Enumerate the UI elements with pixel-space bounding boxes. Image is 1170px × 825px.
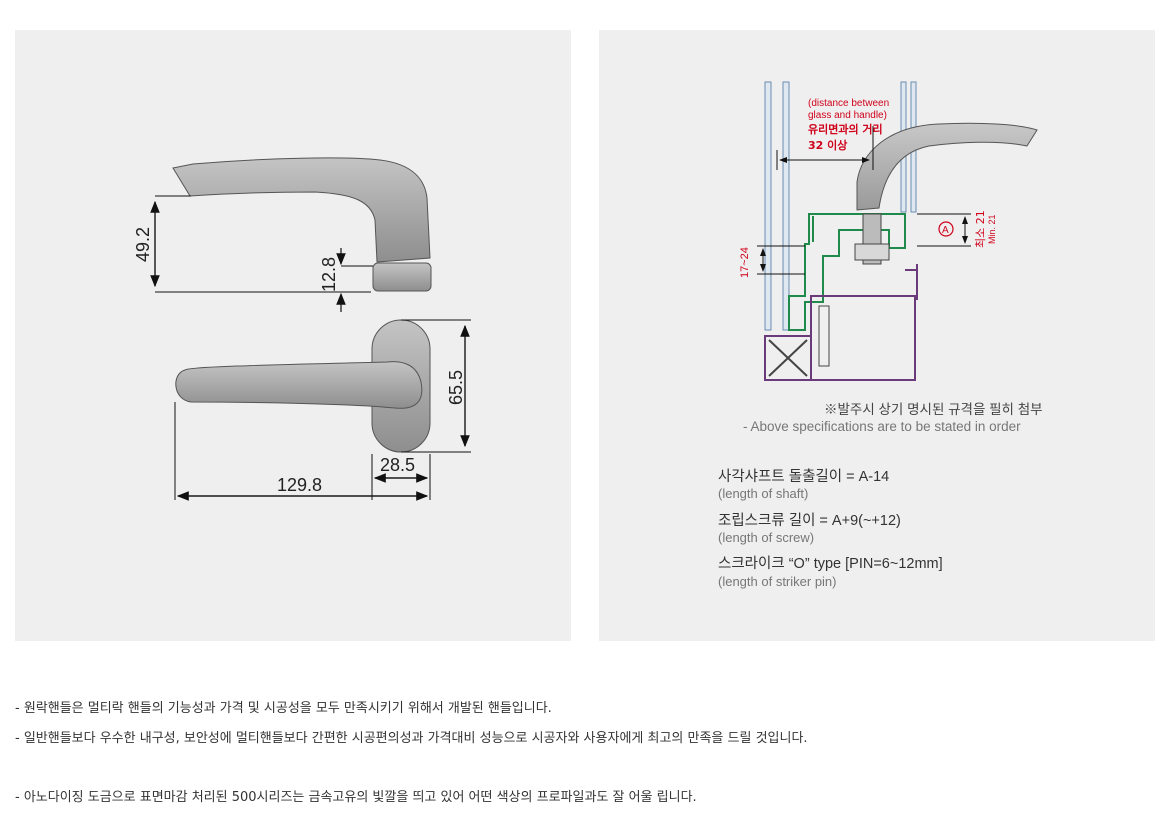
spec-striker: 스크라이크 “O” type [PIN=6~12mm] [718,556,943,572]
window-frame [764,264,918,381]
handle-dimension-panel: 49.2 12.8 65.5 28.5 129.8 [15,30,571,641]
installation-section-drawing: (distance between glass and handle) 유리면과… [739,81,1038,381]
description-line-1: - 원락핸들은 멀티락 핸들의 기능성과 가격 및 시공성을 모두 만족시키기 … [15,701,552,716]
dim-17-24: 17~24 [739,247,751,278]
spec-striker-en: (length of striker pin) [718,574,837,589]
order-note-en: - Above specifications are to be stated … [743,419,1021,434]
dim-min21-en: Min. 21 [987,214,997,244]
dim-handle-height: 49.2 [133,227,153,262]
description-line-3: - 아노다이징 도금으로 표면마감 처리된 500시리즈는 금속고유의 빛깔을 … [15,790,697,805]
distance-value: 32 이상 [808,138,847,152]
dim-total-length: 129.8 [277,475,322,495]
gear [854,243,890,261]
spec-shaft-en: (length of shaft) [718,486,809,501]
dim-rosette-width: 28.5 [380,455,415,475]
handle-section [856,122,1038,211]
sash-profile [788,213,906,331]
handle-side-view [172,157,431,263]
marker-a-circle [938,221,954,237]
spec-screw-en: (length of screw) [718,530,815,545]
order-note-ko: ※발주시 상기 명시된 규격을 필히 첨부 [824,402,1043,417]
handle-dimension-drawing: 49.2 12.8 65.5 28.5 129.8 [133,157,471,501]
dim-base-height: 12.8 [319,257,339,292]
distance-ko: 유리면과의 거리 [808,122,883,136]
spec-screw: 조립스크류 길이 = A+9(~+12) [718,513,901,529]
installation-section-panel: (distance between glass and handle) 유리면과… [599,30,1155,641]
handle-base [372,262,432,292]
spec-shaft: 사각샤프트 돌출길이 = A-14 [718,469,890,485]
description-line-2: - 일반핸들보다 우수한 내구성, 보안성에 멀티핸들보다 간편한 시공편의성과… [15,731,808,746]
distance-en-line2: glass and handle) [808,110,887,121]
distance-en-line1: (distance between [808,98,889,109]
handle-front-view [175,361,423,409]
marker-a: A [942,225,949,236]
dim-min21-ko: 최소 21 [974,210,987,248]
dim-rosette-height: 65.5 [446,370,466,405]
